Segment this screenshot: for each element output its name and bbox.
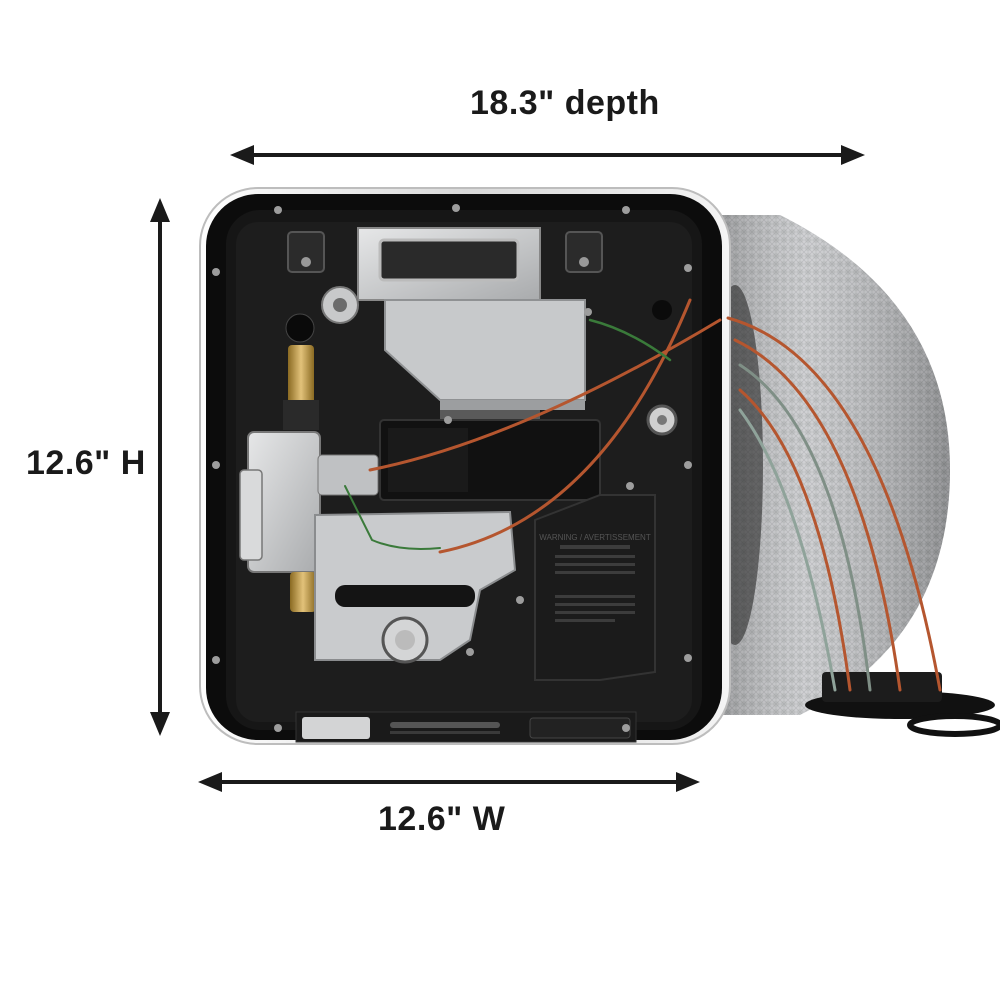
- screws: [212, 204, 692, 732]
- wiring-harness: [344, 298, 942, 692]
- width-dimension-label: 12.6" W: [378, 800, 506, 838]
- pipe-fittings: [646, 300, 678, 436]
- bottom-rail: [295, 711, 637, 743]
- power-cord-base: [805, 672, 1000, 737]
- lower-bracket: [314, 510, 517, 664]
- insulated-tank: [690, 215, 950, 715]
- warning-label: WARNING / AVERTISSEMENT: [539, 533, 651, 542]
- control-panel: WARNING / AVERTISSEMENT: [534, 494, 656, 681]
- mounting-tabs: [287, 231, 603, 273]
- height-arrow: [150, 198, 170, 736]
- depth-dimension-label: 18.3" depth: [470, 84, 660, 122]
- depth-arrow: [230, 145, 865, 165]
- width-arrow: [198, 772, 700, 792]
- gas-valve: [239, 286, 379, 612]
- burner-block: [379, 419, 601, 501]
- height-dimension-label: 12.6" H: [26, 444, 146, 482]
